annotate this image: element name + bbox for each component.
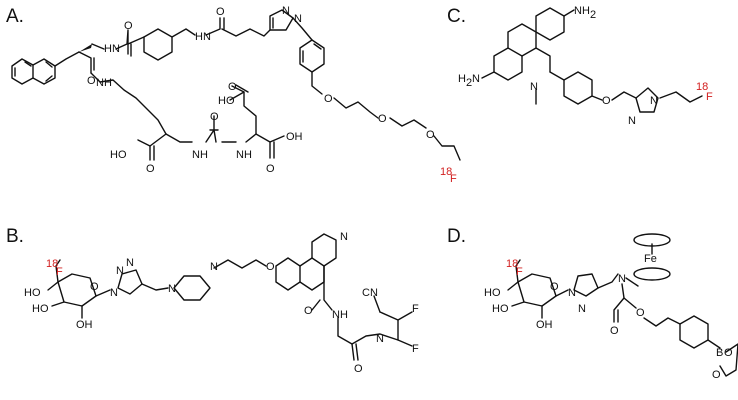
- atom-a-f18: F: [450, 173, 457, 185]
- atom-b-o2: O: [266, 261, 275, 273]
- atom-b-f2: F: [412, 343, 419, 355]
- structure-c: [481, 7, 703, 113]
- atom-b-nh: NH: [332, 309, 348, 321]
- atom-a-n1: N: [282, 5, 290, 17]
- atom-b-ho1: HO: [24, 287, 41, 299]
- atom-d-n3: N: [618, 273, 626, 285]
- atom-c-n1: N: [650, 95, 658, 107]
- atom-d-iso: 18: [506, 258, 518, 270]
- atom-d-o4: O: [724, 347, 733, 359]
- atom-b-n3: N: [126, 257, 134, 269]
- atom-a-o8: O: [146, 163, 155, 175]
- atom-b-n5: N: [210, 261, 218, 273]
- atom-c-nh2-top: NH: [574, 5, 590, 17]
- atom-d-f18: F: [516, 266, 523, 278]
- structure-a: [11, 9, 461, 161]
- atom-c-f18: F: [706, 91, 713, 103]
- panel-label-d: D.: [447, 226, 466, 247]
- structure-d: [507, 233, 738, 377]
- atom-a-n2: N: [294, 13, 302, 25]
- panel-label-c: C.: [447, 6, 466, 27]
- atom-a-iso: 18: [440, 166, 452, 178]
- atom-a-ho1: HO: [218, 95, 235, 107]
- atom-b-f1: F: [412, 303, 419, 315]
- atom-d-o5: O: [712, 369, 721, 381]
- atom-a-o4: O: [324, 93, 333, 105]
- atom-a-ho2: HO: [110, 149, 127, 161]
- atom-a-o3: O: [87, 75, 96, 87]
- atom-b-o4: O: [354, 363, 363, 375]
- atom-b-o3: O: [304, 305, 313, 317]
- panel-label-a: A.: [6, 6, 24, 27]
- atom-b-n6: N: [340, 231, 348, 243]
- atom-c-h2n: H: [458, 73, 466, 85]
- atom-b-f18: F: [56, 266, 63, 278]
- atom-c-sub-top: 2: [590, 9, 596, 21]
- atom-b-ho2: HO: [32, 303, 49, 315]
- atom-a-o2: O: [216, 6, 225, 18]
- atom-c-h2n-n: N: [472, 73, 480, 85]
- atom-b-n2: N: [116, 265, 124, 277]
- atom-d-n2: N: [578, 303, 586, 315]
- atom-a-o6: O: [426, 129, 435, 141]
- atom-b-n1: N: [110, 287, 118, 299]
- atom-c-o: O: [602, 95, 611, 107]
- atom-b-cn: CN: [362, 287, 378, 299]
- atom-d-o3: O: [636, 307, 645, 319]
- atom-c-sub-left: 2: [466, 77, 472, 89]
- atom-d-b: B: [716, 347, 723, 359]
- atom-d-n1: N: [568, 287, 576, 299]
- atom-b-n4: N: [168, 283, 176, 295]
- panel-label-b: B.: [6, 226, 24, 247]
- atom-d-oh: OH: [536, 319, 553, 331]
- atom-a-nh3: NH: [236, 149, 252, 161]
- atom-d-o1: O: [550, 281, 559, 293]
- atom-a-o9: O: [210, 111, 219, 123]
- atom-d-ho2: HO: [492, 303, 509, 315]
- atom-b-n7: N: [376, 333, 384, 345]
- atom-a-hn: HN: [104, 43, 120, 55]
- atom-d-ho1: HO: [484, 287, 501, 299]
- atom-a-hn2: HN: [195, 31, 211, 43]
- atom-b-iso: 18: [46, 258, 58, 270]
- atom-b-o1: O: [90, 281, 99, 293]
- atom-c-n2: N: [628, 115, 636, 127]
- atom-a-o5: O: [378, 113, 387, 125]
- atom-d-fe: Fe: [644, 253, 657, 265]
- atom-c-iso: 18: [696, 81, 708, 93]
- atom-a-oh: OH: [286, 131, 303, 143]
- atom-b-oh: OH: [76, 319, 93, 331]
- atom-d-o2: O: [610, 325, 619, 337]
- structure-b: [47, 233, 413, 361]
- atom-a-o10: O: [266, 163, 275, 175]
- atom-a-nh: NH: [96, 77, 112, 89]
- atom-a-o1: O: [124, 20, 133, 32]
- atom-a-o7: O: [228, 81, 237, 93]
- atom-a-nh2: NH: [192, 149, 208, 161]
- atom-c-n: N: [530, 81, 538, 93]
